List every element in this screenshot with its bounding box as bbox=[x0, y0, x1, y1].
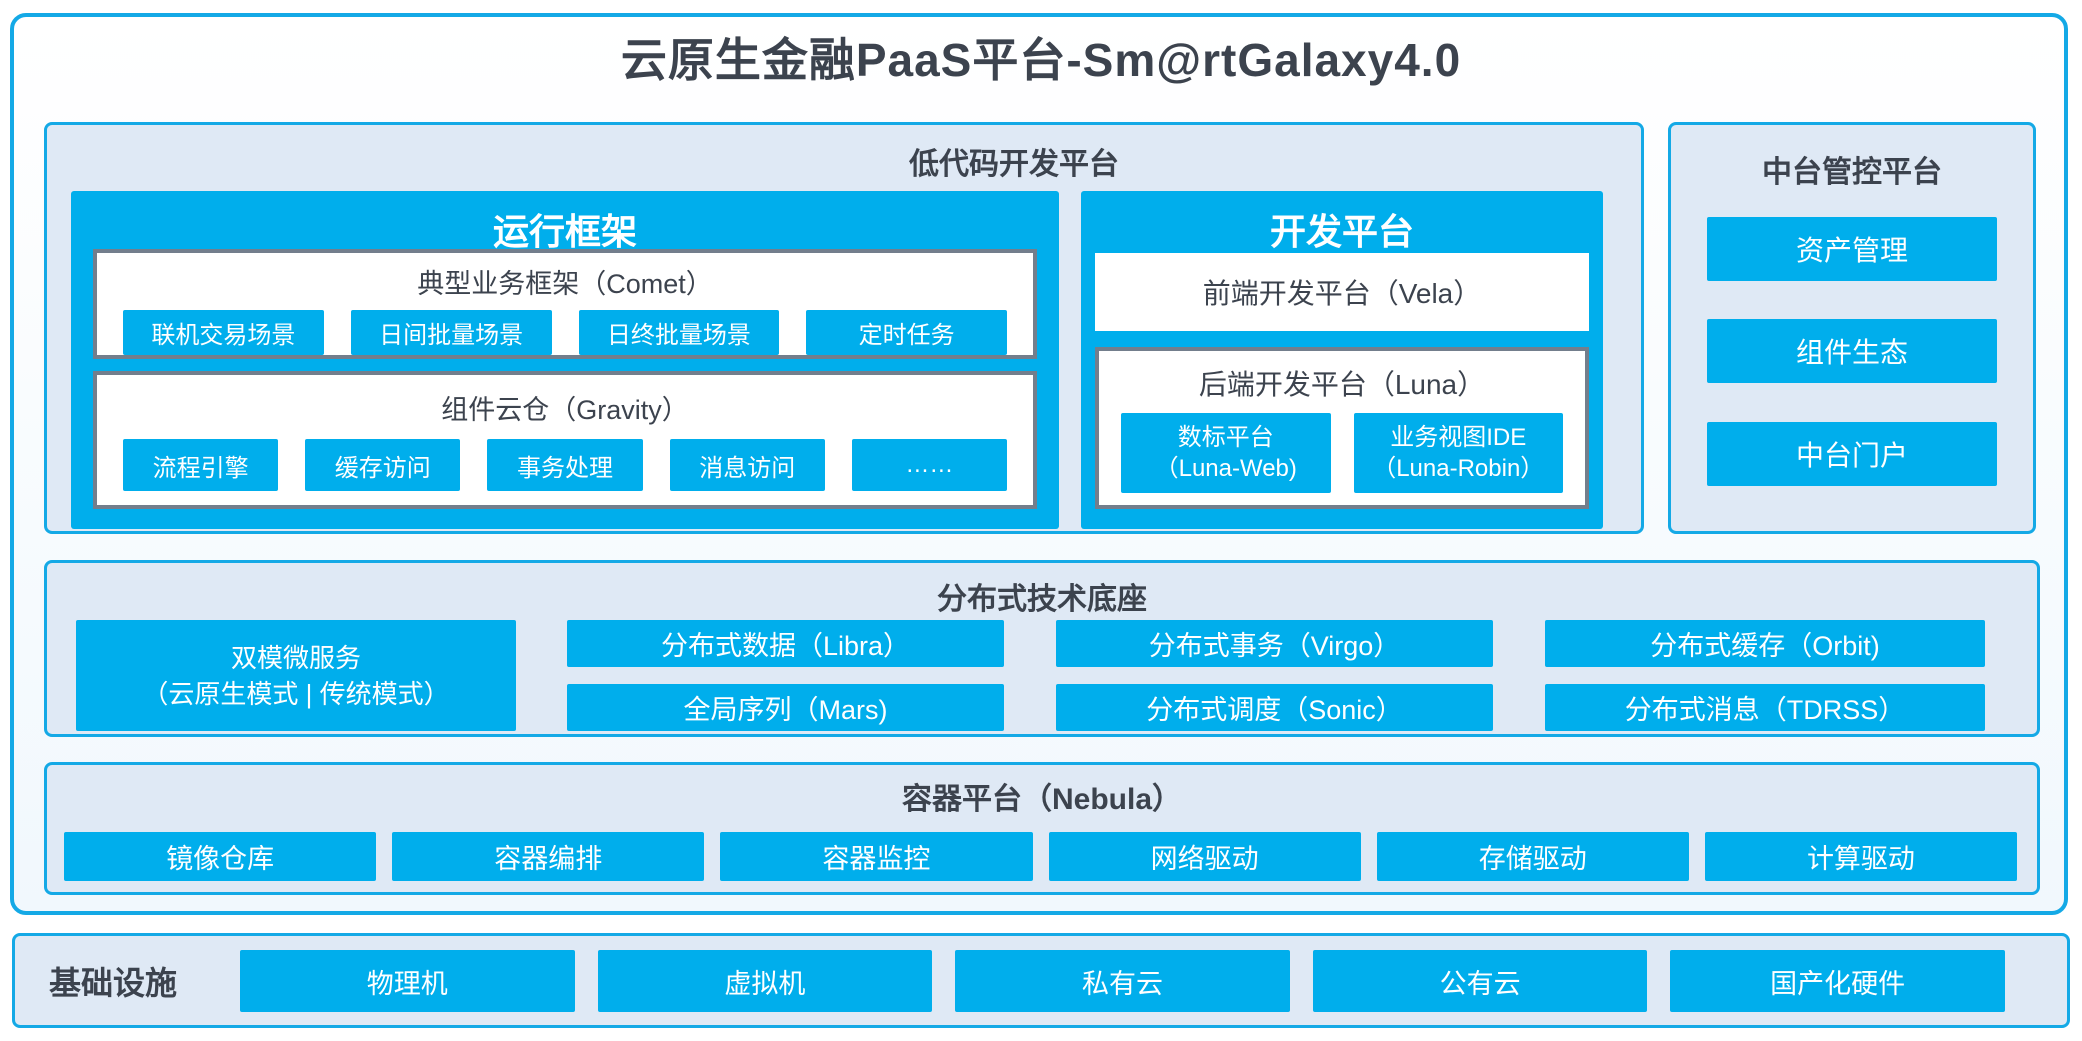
distributed-item: 全局序列（Mars) bbox=[567, 684, 1004, 731]
luna-web-line1: 数标平台 bbox=[1177, 424, 1274, 451]
lowcode-platform-panel: 低代码开发平台 运行框架 典型业务框架（Comet） 联机交易场景 日间批量场景… bbox=[44, 122, 1644, 534]
gravity-chip-row: 流程引擎 缓存访问 事务处理 消息访问 …… bbox=[97, 427, 1033, 491]
gravity-chip: …… bbox=[851, 439, 1008, 491]
container-item: 存储驱动 bbox=[1376, 832, 1689, 881]
runtime-framework-box: 运行框架 典型业务框架（Comet） 联机交易场景 日间批量场景 日终批量场景 … bbox=[71, 191, 1059, 529]
luna-robin-line1: 业务视图IDE bbox=[1390, 424, 1527, 451]
container-item: 容器编排 bbox=[392, 832, 705, 881]
dev-platform-box: 开发平台 前端开发平台（Vela） 后端开发平台（Luna） 数标平台 （Lun… bbox=[1081, 191, 1603, 529]
distributed-item: 分布式调度（Sonic） bbox=[1056, 684, 1493, 731]
infrastructure-item: 国产化硬件 bbox=[1670, 950, 2005, 1012]
gravity-chip: 事务处理 bbox=[487, 439, 643, 491]
comet-chip: 定时任务 bbox=[806, 310, 1007, 355]
gravity-chip: 缓存访问 bbox=[305, 439, 461, 491]
midplatform-item: 中台门户 bbox=[1707, 422, 1997, 486]
container-platform-header: 容器平台（Nebula） bbox=[901, 783, 1183, 816]
infrastructure-item: 虚拟机 bbox=[597, 950, 933, 1012]
comet-chip: 日间批量场景 bbox=[350, 310, 552, 355]
comet-chip: 联机交易场景 bbox=[123, 310, 324, 355]
infrastructure-item: 私有云 bbox=[955, 950, 1290, 1012]
infrastructure-item: 物理机 bbox=[240, 950, 575, 1012]
comet-framework-box: 典型业务框架（Comet） 联机交易场景 日间批量场景 日终批量场景 定时任务 bbox=[93, 249, 1037, 359]
luna-robin-line2: （Luna-Robin） bbox=[1372, 455, 1545, 482]
vela-frontend-box: 前端开发平台（Vela） bbox=[1095, 253, 1589, 331]
distributed-item: 分布式缓存（Orbit) bbox=[1545, 620, 1985, 667]
comet-chip: 日终批量场景 bbox=[578, 310, 780, 355]
infrastructure-row: 物理机 虚拟机 私有云 公有云 国产化硬件 bbox=[240, 950, 2005, 1012]
gravity-chip: 流程引擎 bbox=[123, 439, 279, 491]
container-item: 镜像仓库 bbox=[64, 832, 377, 881]
luna-backend-box: 后端开发平台（Luna） 数标平台 （Luna-Web) 业务视图IDE （Lu… bbox=[1095, 347, 1589, 509]
container-platform-row: 镜像仓库 容器编排 容器监控 网络驱动 存储驱动 计算驱动 bbox=[64, 832, 2018, 881]
container-item: 计算驱动 bbox=[1704, 832, 2018, 881]
gravity-chip: 消息访问 bbox=[669, 439, 825, 491]
container-item: 容器监控 bbox=[720, 832, 1033, 881]
container-platform-panel: 容器平台（Nebula） 镜像仓库 容器编排 容器监控 网络驱动 存储驱动 计算… bbox=[44, 762, 2040, 895]
distributed-item: 分布式消息（TDRSS） bbox=[1545, 684, 1985, 731]
infrastructure-panel: 基础设施 物理机 虚拟机 私有云 公有云 国产化硬件 bbox=[12, 933, 2070, 1028]
distributed-item: 分布式数据（Libra） bbox=[567, 620, 1004, 667]
page-title: 云原生金融PaaS平台-Sm@rtGalaxy4.0 bbox=[620, 34, 1462, 86]
dual-mode-line2: （云原生模式 | 传统模式） bbox=[142, 678, 450, 709]
lowcode-platform-header: 低代码开发平台 bbox=[909, 148, 1119, 181]
container-item: 网络驱动 bbox=[1048, 832, 1361, 881]
comet-chip-row: 联机交易场景 日间批量场景 日终批量场景 定时任务 bbox=[97, 301, 1033, 355]
distributed-base-header: 分布式技术底座 bbox=[937, 583, 1147, 616]
comet-framework-title: 典型业务框架（Comet） bbox=[417, 269, 713, 299]
midplatform-item: 组件生态 bbox=[1707, 319, 1997, 383]
midplatform-header: 中台管控平台 bbox=[1762, 156, 1942, 189]
distributed-item: 分布式事务（Virgo） bbox=[1056, 620, 1493, 667]
gravity-component-title: 组件云仓（Gravity） bbox=[441, 395, 689, 425]
infrastructure-header: 基础设施 bbox=[49, 964, 178, 1001]
dual-mode-line1: 双模微服务 bbox=[230, 642, 361, 673]
luna-chip-row: 数标平台 （Luna-Web) 业务视图IDE （Luna-Robin） bbox=[1099, 403, 1585, 493]
midplatform-item: 资产管理 bbox=[1707, 217, 1997, 281]
gravity-component-box: 组件云仓（Gravity） 流程引擎 缓存访问 事务处理 消息访问 …… bbox=[93, 371, 1037, 509]
luna-web-line2: （Luna-Web) bbox=[1154, 455, 1297, 482]
runtime-framework-title: 运行框架 bbox=[492, 211, 637, 252]
luna-web-chip: 数标平台 （Luna-Web) bbox=[1121, 413, 1331, 493]
luna-backend-title: 后端开发平台（Luna） bbox=[1198, 369, 1486, 400]
distributed-base-panel: 分布式技术底座 双模微服务 （云原生模式 | 传统模式） 分布式数据（Libra… bbox=[44, 560, 2040, 737]
luna-robin-chip: 业务视图IDE （Luna-Robin） bbox=[1353, 413, 1563, 493]
dual-mode-microservice-box: 双模微服务 （云原生模式 | 传统模式） bbox=[76, 620, 516, 731]
midplatform-panel: 中台管控平台 资产管理 组件生态 中台门户 bbox=[1668, 122, 2036, 534]
dev-platform-title: 开发平台 bbox=[1269, 211, 1414, 252]
infrastructure-item: 公有云 bbox=[1312, 950, 1648, 1012]
